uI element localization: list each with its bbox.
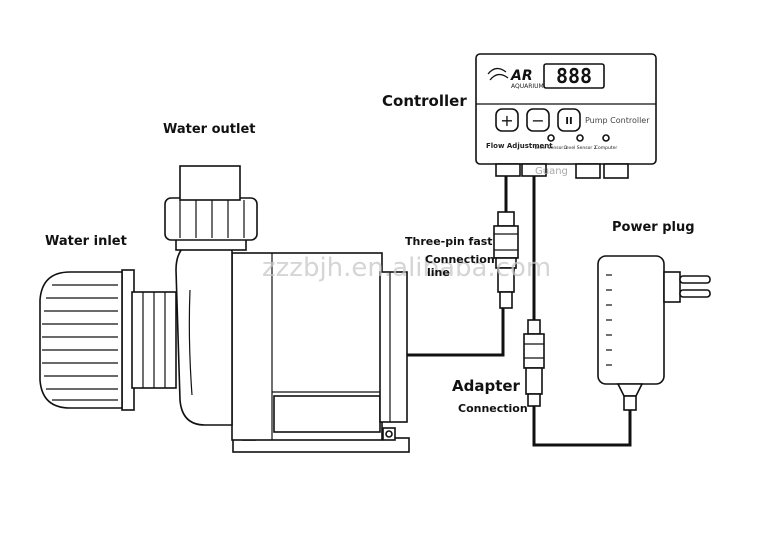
screw-right (385, 430, 393, 438)
label-controller: Controller (382, 92, 467, 110)
three-pin-connector (493, 211, 519, 309)
led-display (543, 63, 605, 89)
flow-adjustment-text: Flow Adjustment (486, 142, 553, 150)
brand-sub-text: AQUARIUM (511, 83, 544, 90)
level-sensor-1-indicator (547, 134, 555, 142)
pump-volute (175, 239, 233, 426)
brand-text: AR (510, 68, 533, 84)
strainer-ribs (42, 284, 118, 401)
minus-button-label: − (531, 111, 544, 130)
level-sensor-1-text: Level Sensor 1 (534, 145, 567, 151)
plug-pin-bottom (679, 289, 711, 298)
pause-button[interactable] (557, 108, 581, 132)
motor-bottom-panel (273, 395, 381, 433)
watermark: zzzbjh.en.alibaba.com (262, 253, 551, 283)
pump-controller-text: Pump Controller (585, 116, 650, 125)
level-sensor-2-text: Level Sensor 2 (563, 145, 596, 151)
pump-cable (407, 308, 505, 357)
pump (39, 165, 410, 453)
outlet-nut (164, 197, 258, 241)
port-4 (603, 163, 629, 179)
label-three-pin-2: Connection (425, 253, 495, 266)
controller-watermark: Guang (535, 166, 568, 177)
led-display-digits: 888 (556, 64, 592, 88)
plus-button[interactable] (495, 108, 519, 132)
label-water-outlet: Water outlet (163, 122, 256, 137)
computer-indicator (602, 134, 610, 142)
pause-button-label: II (565, 116, 572, 127)
adapter-connector (523, 319, 545, 407)
label-adapter-connection: Connection (458, 402, 528, 415)
port-3 (575, 163, 601, 179)
adapter-cable (532, 403, 632, 447)
controller: AR AQUARIUM 888 + − II Pump Controller F… (475, 53, 657, 179)
power-plug (597, 255, 711, 411)
plug-neck (663, 271, 681, 303)
label-water-inlet: Water inlet (45, 234, 127, 249)
plug-strain-relief (616, 383, 644, 397)
label-three-pin-1: Three-pin fast (405, 235, 493, 248)
brand-logo: AR AQUARIUM (487, 67, 544, 90)
label-power-plug: Power plug (612, 220, 695, 235)
plus-button-label: + (500, 111, 513, 130)
port-1 (495, 163, 521, 177)
plug-pin-top (679, 275, 711, 284)
port-2 (521, 163, 547, 177)
minus-button[interactable] (526, 108, 550, 132)
inlet-strainer (39, 271, 123, 409)
motor-end-cap (379, 271, 408, 423)
computer-text: Computer (595, 145, 618, 151)
label-adapter: Adapter (452, 377, 521, 395)
label-three-pin-3: line (427, 266, 450, 279)
level-sensor-2-indicator (576, 134, 584, 142)
outlet-pipe (179, 165, 241, 201)
